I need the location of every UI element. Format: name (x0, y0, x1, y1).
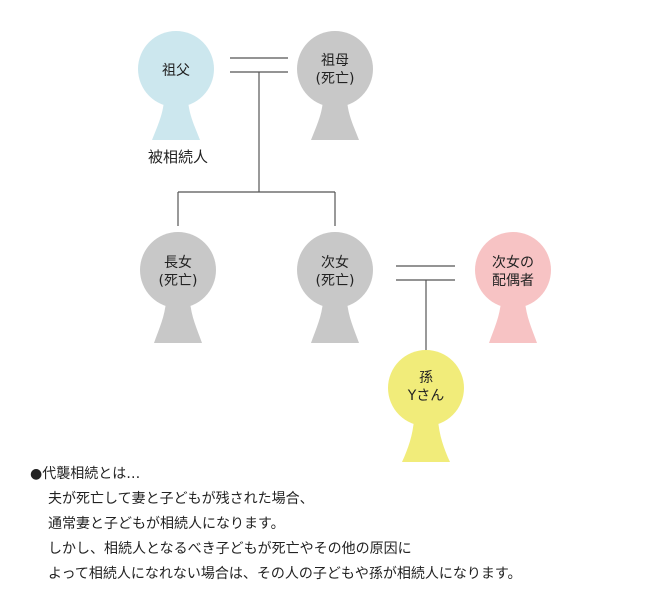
person-head (140, 232, 216, 308)
notes-line: よって相続人になれない場合は、その人の子どもや孫が相続人になります。 (48, 566, 522, 582)
person-label-line2: 配偶者 (492, 273, 534, 289)
person-label-line1: 次女の (492, 254, 534, 271)
explanation-notes: ●代襲相続とは… 夫が死亡して妻と子どもが残された場合、 通常妻と子どもが相続人… (30, 462, 640, 587)
person-label-line2: (死亡) (159, 273, 198, 289)
person-grandchild: 孫 Yさん (388, 350, 464, 462)
person-label-line1: 祖母 (321, 53, 349, 69)
person-label-line1: 孫 (419, 370, 433, 386)
person-head (297, 31, 373, 107)
person-head (138, 31, 214, 107)
person-body (489, 301, 537, 343)
decedent-label: 被相続人 (148, 148, 208, 166)
connector-lines (177, 57, 455, 352)
person-head (297, 232, 373, 308)
person-head (475, 232, 551, 308)
person-label-line1: 祖父 (162, 63, 190, 79)
notes-line: しかし、相続人となるべき子どもが死亡やその他の原因に (48, 541, 412, 557)
person-eldest-daughter: 長女 (死亡) (140, 232, 216, 343)
person-label-line2: (死亡) (316, 273, 355, 289)
person-body (152, 100, 200, 140)
person-body (311, 301, 359, 343)
person-grandfather: 祖父 (138, 31, 214, 140)
person-label-line1: 長女 (164, 254, 192, 271)
notes-heading: ●代襲相続とは… (30, 466, 141, 482)
person-body (402, 419, 450, 462)
notes-line: 通常妻と子どもが相続人になります。 (48, 516, 285, 532)
person-label-line2: Yさん (407, 388, 445, 404)
person-grandmother: 祖母 (死亡) (297, 31, 373, 140)
notes-line: 夫が死亡して妻と子どもが残された場合、 (48, 491, 314, 507)
person-head (388, 350, 464, 426)
person-second-daughter-spouse: 次女の 配偶者 (475, 232, 551, 343)
person-body (311, 100, 359, 140)
person-body (154, 301, 202, 343)
person-label-line1: 次女 (321, 254, 349, 271)
person-second-daughter: 次女 (死亡) (297, 232, 373, 343)
person-label-line2: (死亡) (316, 71, 355, 87)
